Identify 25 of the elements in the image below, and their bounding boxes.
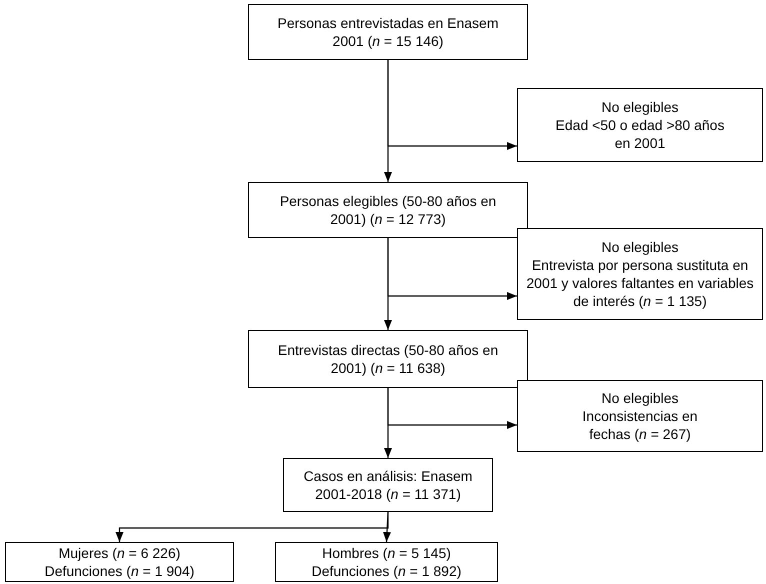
box-text: Personas elegibles (50-80 años en 2001) (n = 12 773): [278, 192, 498, 228]
box-text: Mujeres (n = 6 226) Defunciones (n = 1 904): [44, 544, 196, 580]
process-box: [517, 88, 763, 162]
process-box: [248, 182, 528, 238]
box-text: No elegibles: [601, 389, 679, 407]
arrow: [383, 512, 391, 542]
process-box: [275, 542, 498, 582]
box-text: Edad <50 o edad >80 años en 2001: [554, 116, 726, 152]
arrow: [387, 60, 517, 150]
box-text: Casos en análisis: Enasem 2001-2018 (n = 11 371): [302, 467, 474, 503]
process-box: [5, 542, 234, 582]
process-box: [248, 330, 528, 388]
arrow: [387, 388, 517, 429]
process-box: [248, 4, 528, 60]
process-box: [517, 380, 763, 452]
box-text: Entrevista por persona sustituta en 2001 y valores faltantes en variables de interés (n = 1 135): [525, 256, 755, 310]
box-text: Hombres (n = 5 145) Defunciones (n = 1 892): [310, 544, 462, 580]
arrow: [387, 238, 517, 300]
process-box: [517, 228, 763, 320]
box-text: Entrevistas directas (50-80 años en 2001) (n = 11 638): [276, 341, 500, 377]
box-text: No elegibles: [601, 98, 679, 116]
process-box: [283, 458, 493, 512]
box-text: Personas entrevistadas en Enasem 2001 (n = 15 146): [276, 14, 500, 50]
box-text: No elegibles: [601, 238, 679, 256]
box-text: Inconsistencias en fechas (n = 267): [581, 407, 699, 443]
